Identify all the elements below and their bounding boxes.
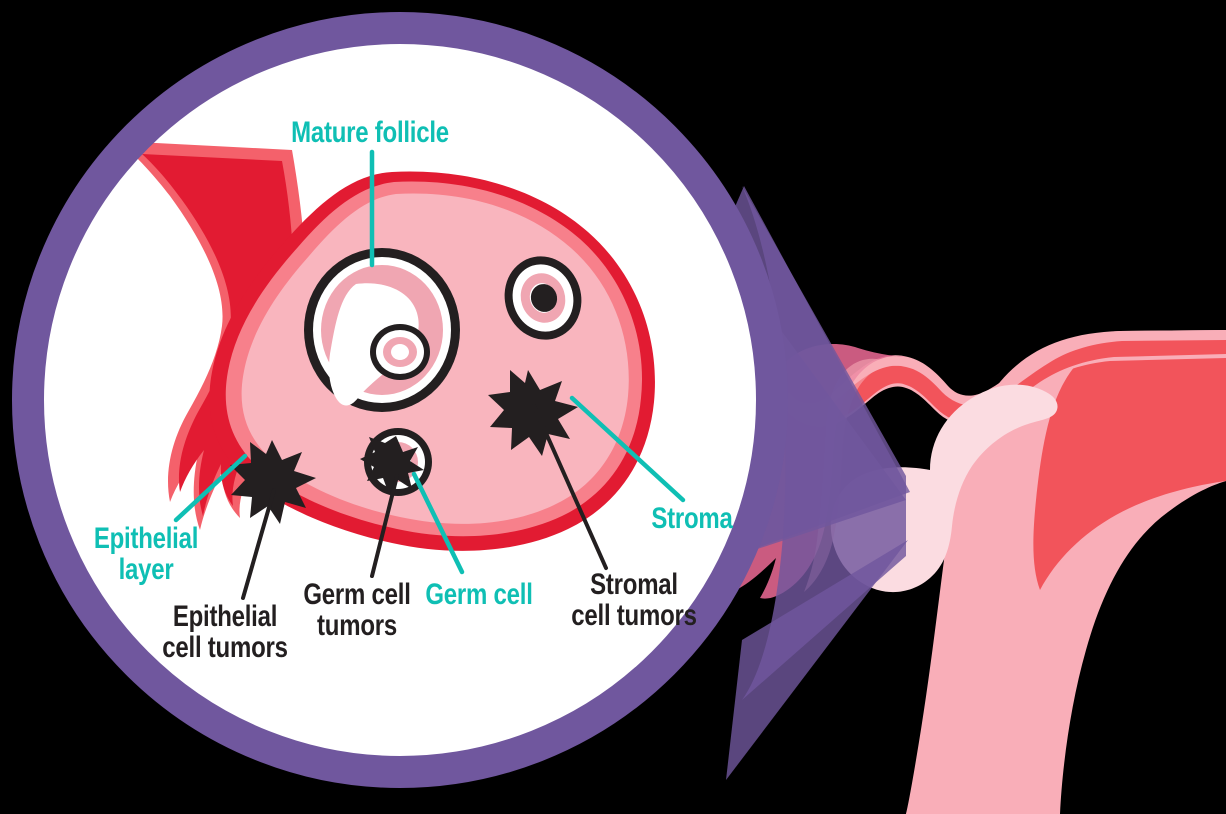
- mature-follicle-shape: [304, 248, 460, 412]
- epithelial-tumor-shape: [230, 440, 316, 524]
- leader-stroma: [569, 395, 686, 503]
- germ-cell-shape: [504, 256, 582, 340]
- magnifier-cone-lower: [726, 540, 908, 780]
- label-stroma: Stroma: [651, 502, 733, 535]
- label-epithelial-layer: Epithelial layer: [93, 522, 199, 586]
- magnifier-cone-body: [742, 186, 906, 700]
- leader-germ-cell-tumors: [370, 474, 399, 578]
- magnified-ovary-scene: [118, 141, 655, 551]
- germ-cell-tumor-shape: [360, 428, 432, 496]
- leader-stromal-cell-tumors: [532, 404, 608, 570]
- label-germ-cell: Germ cell: [425, 578, 533, 611]
- label-stromal-cell-tumors: Stromal cell tumors: [571, 568, 697, 632]
- label-germ-cell-tumors: Germ cell tumors: [303, 578, 411, 642]
- leader-germ-cell: [411, 471, 465, 575]
- leader-epithelial-cell-tumors: [241, 488, 276, 600]
- label-mature-follicle: Mature follicle: [291, 116, 449, 149]
- label-epithelial-cell-tumors: Epithelial cell tumors: [162, 600, 288, 664]
- magnifier-ring: [12, 12, 788, 788]
- endometrium: [1033, 336, 1226, 590]
- leader-epithelial-layer: [173, 453, 248, 523]
- leader-lines: [173, 149, 686, 600]
- stromal-tumor-shape: [488, 370, 578, 456]
- germ-cell-tumor-star: [360, 436, 424, 494]
